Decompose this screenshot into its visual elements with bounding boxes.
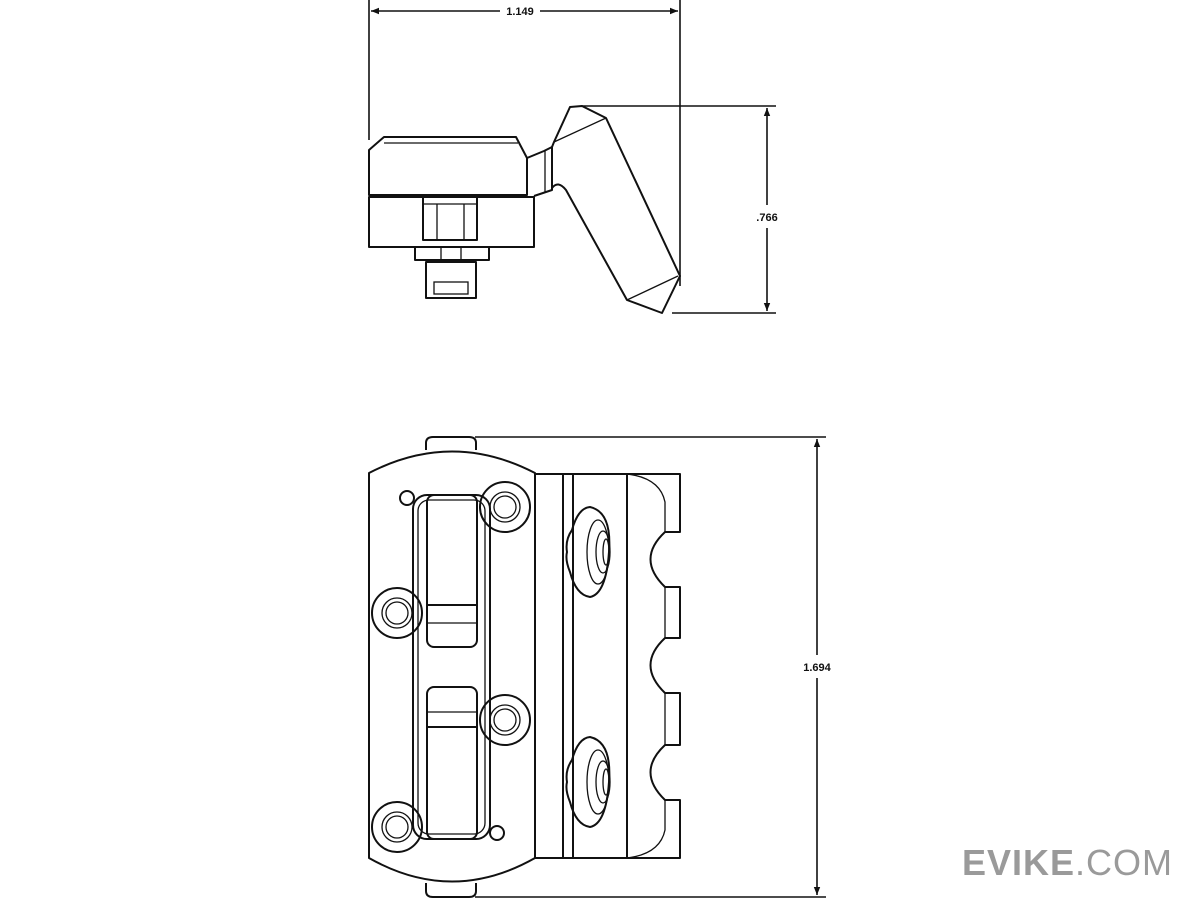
screw bbox=[479, 694, 531, 746]
screws bbox=[371, 481, 531, 853]
pin-hole bbox=[399, 490, 415, 506]
screw bbox=[479, 481, 531, 533]
base-plate bbox=[368, 436, 536, 898]
length-dimension-label: 1.694 bbox=[803, 662, 831, 674]
width-dimension: 1.149 bbox=[368, 0, 681, 286]
evike-logo: EVIKE.COM bbox=[962, 842, 1173, 884]
rail-bolt bbox=[565, 736, 611, 828]
length-dimension: 1.694 bbox=[475, 436, 832, 898]
height-dimension: .766 bbox=[582, 105, 778, 314]
side-view: 1.149 .766 bbox=[368, 0, 778, 314]
top-view: 1.694 bbox=[368, 436, 832, 898]
logo-brand: EVIKE bbox=[962, 842, 1076, 883]
rail-section bbox=[535, 473, 681, 859]
rail-bolt bbox=[565, 506, 611, 598]
screw bbox=[371, 801, 423, 853]
pin-hole bbox=[489, 825, 505, 841]
screw bbox=[371, 587, 423, 639]
mount-body-side bbox=[368, 136, 535, 299]
logo-suffix: .COM bbox=[1075, 842, 1174, 883]
angled-grip-side bbox=[526, 105, 681, 314]
width-dimension-label: 1.149 bbox=[506, 6, 534, 18]
height-dimension-label: .766 bbox=[756, 212, 777, 224]
